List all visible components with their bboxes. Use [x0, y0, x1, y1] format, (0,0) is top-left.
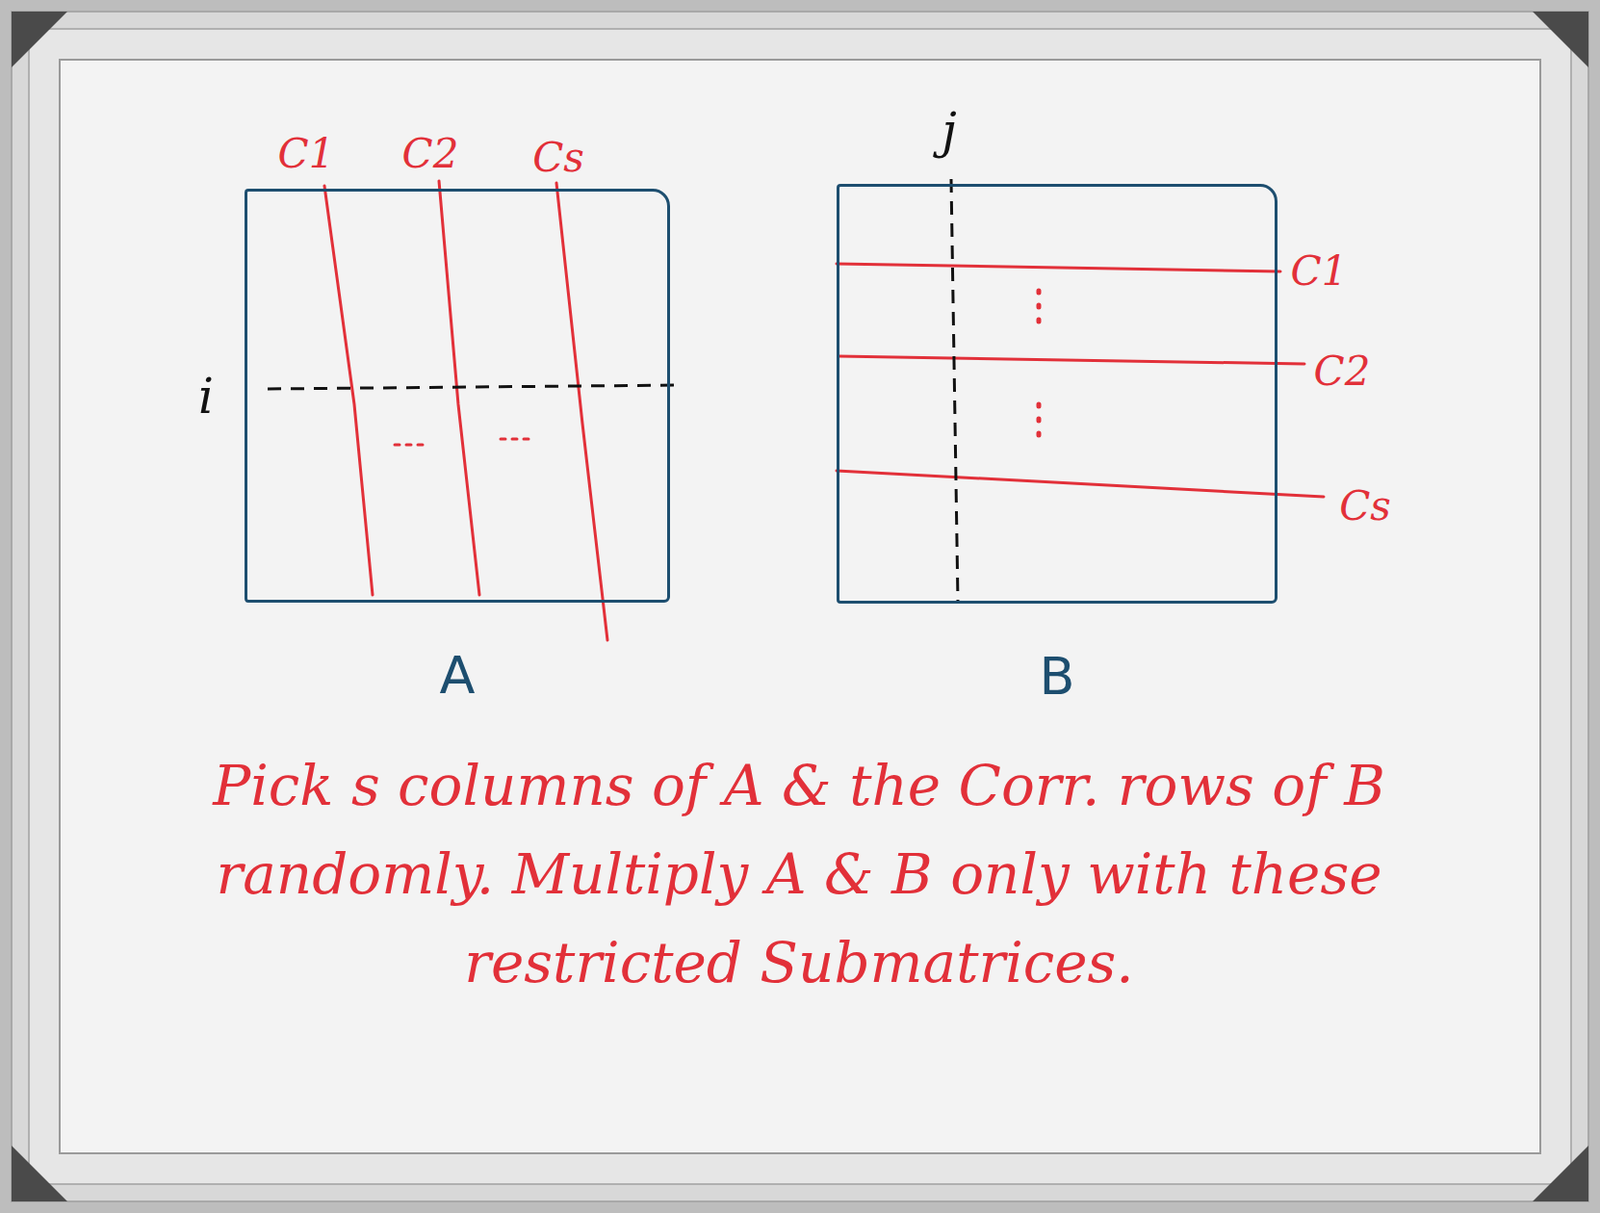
- column-label: Cs: [532, 137, 585, 179]
- sampled-row: [836, 470, 1324, 497]
- sampled-row: [836, 263, 1281, 272]
- corner-cap: [11, 1145, 68, 1202]
- board-frame: [11, 11, 1589, 1202]
- matrix-box: B: [836, 183, 1278, 604]
- corner-cap: [11, 11, 68, 68]
- vertical-ellipsis: [1036, 290, 1042, 322]
- column-label: C2: [402, 133, 460, 175]
- handwritten-note: Pick s columns of A & the Corr. rows of …: [163, 741, 1435, 1007]
- row-i-line: [267, 385, 679, 389]
- corner-cap: [1532, 1145, 1589, 1202]
- row-label: C1: [1290, 251, 1348, 292]
- column-label: C1: [278, 133, 336, 175]
- row-label: Cs: [1339, 486, 1392, 527]
- matrix-name: B: [839, 650, 1275, 703]
- sampled-column: [324, 185, 373, 595]
- matrix-box: A: [244, 188, 671, 603]
- sampled-column: [556, 182, 608, 641]
- ellipsis: [394, 443, 423, 447]
- column-index: j: [941, 106, 957, 155]
- corner-cap: [1532, 11, 1589, 68]
- sampled-row: [838, 356, 1305, 364]
- board-frame: [28, 28, 1572, 1185]
- row-index: i: [198, 372, 214, 421]
- column-j-line: [951, 179, 958, 602]
- board-surface: [59, 59, 1541, 1154]
- ellipsis: [500, 438, 529, 441]
- vertical-ellipsis: [1036, 404, 1042, 436]
- matrix-name: A: [247, 649, 668, 702]
- row-label: C2: [1314, 351, 1371, 392]
